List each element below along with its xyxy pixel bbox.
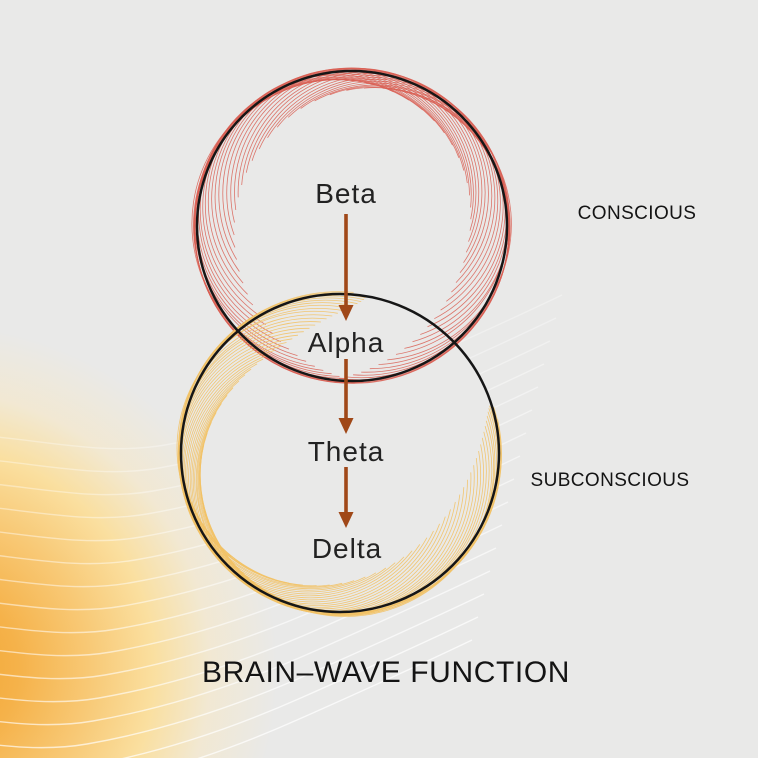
conscious-circle-outline — [195, 69, 509, 383]
contour-line — [0, 570, 491, 726]
contour-line — [0, 593, 485, 749]
wave-label-alpha: Alpha — [307, 327, 385, 358]
poster-title: BRAIN–WAVE FUNCTION — [201, 656, 571, 689]
wave-label-beta: Beta — [315, 178, 377, 209]
flow-arrow — [338, 214, 354, 321]
flow-arrow — [338, 359, 354, 434]
subconscious-circle-fill — [181, 294, 499, 612]
subconscious-spiro-mesh — [176, 291, 502, 617]
flow-arrow — [338, 467, 354, 528]
wave-label-delta: Delta — [311, 533, 383, 564]
arrowhead-icon — [338, 305, 354, 321]
contour-line — [121, 616, 479, 758]
arrowhead-icon — [338, 418, 354, 434]
contour-line — [197, 639, 473, 758]
arrowhead-icon — [338, 512, 354, 528]
subconscious-label: SUBCONSCIOUS — [530, 470, 690, 491]
conscious-label: CONSCIOUS — [577, 203, 697, 224]
wave-label-theta: Theta — [307, 436, 385, 467]
subconscious-circle-outline — [179, 292, 501, 614]
conscious-circle-fill — [197, 71, 507, 381]
